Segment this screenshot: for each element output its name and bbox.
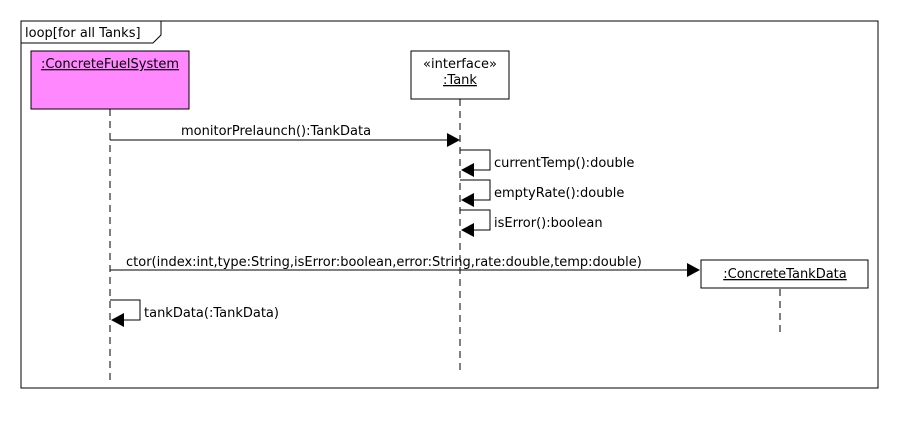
arrowhead-icon	[687, 263, 700, 277]
arrowhead-icon	[461, 223, 474, 237]
tank-box	[410, 50, 510, 100]
loop-frame	[20, 20, 879, 389]
message-is-error[interactable]: isError():boolean	[460, 209, 603, 237]
self-message-line	[110, 299, 141, 321]
message-monitor-prelaunch[interactable]: monitorPrelaunch():TankData	[110, 124, 460, 147]
loop-label: loop[for all Tanks]	[25, 26, 141, 41]
loop-fragment: loop[for all Tanks]	[20, 20, 879, 389]
self-message-line	[460, 149, 491, 171]
tank-data-name: :ConcreteTankData	[723, 267, 847, 282]
message-label: tankData(:TankData)	[144, 306, 279, 321]
arrowhead-icon	[111, 313, 124, 327]
fuel-system-box	[30, 50, 190, 110]
fuel-system-head[interactable]: :ConcreteFuelSystem	[30, 50, 190, 110]
message-ctor[interactable]: ctor(index:int,type:String,isError:boole…	[110, 255, 700, 277]
arrowhead-icon	[447, 133, 460, 147]
message-current-temp[interactable]: currentTemp():double	[460, 149, 634, 177]
self-message-line	[460, 179, 491, 201]
fuel-system-name: :ConcreteFuelSystem	[41, 57, 179, 72]
tank-data-head[interactable]: :ConcreteTankData	[700, 259, 869, 289]
self-message-line	[460, 209, 491, 231]
tank-stereotype: «interface»	[423, 57, 497, 72]
tank-head[interactable]: «interface» :Tank	[410, 50, 510, 100]
message-empty-rate[interactable]: emptyRate():double	[460, 179, 624, 207]
tank-name: :Tank	[443, 73, 477, 88]
message-label: isError():boolean	[494, 216, 603, 231]
tank-data-box	[700, 259, 869, 289]
message-label: currentTemp():double	[494, 156, 634, 171]
message-label: emptyRate():double	[494, 186, 624, 201]
arrowhead-icon	[461, 163, 474, 177]
message-label: monitorPrelaunch():TankData	[181, 124, 371, 139]
message-tank-data[interactable]: tankData(:TankData)	[110, 299, 279, 327]
loop-label-tab	[20, 20, 162, 44]
message-label: ctor(index:int,type:String,isError:boole…	[126, 255, 642, 270]
arrowhead-icon	[461, 193, 474, 207]
